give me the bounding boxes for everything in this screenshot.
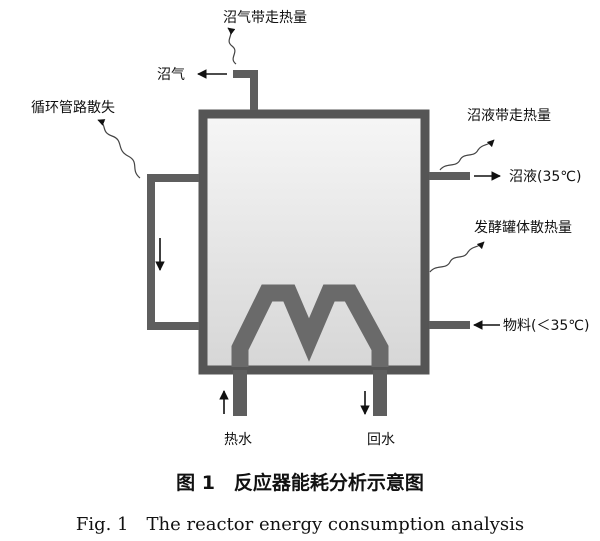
slurry-heat-label: 沼液带走热量 — [467, 108, 551, 124]
feed-in-label: 物料(＜35℃) — [503, 318, 589, 334]
slurry-heat-wave-arrow — [439, 139, 495, 171]
pipe-loss-label: 循环管路散失 — [31, 100, 115, 116]
return-water-label: 回水 — [367, 432, 395, 448]
figure-caption-cn: 图 1 反应器能耗分析示意图 — [176, 471, 424, 494]
hot-water-label: 热水 — [224, 432, 252, 448]
biogas-heat-wave-arrow — [227, 27, 237, 65]
tank-loss-label: 发酵罐体散热量 — [474, 220, 572, 236]
biogas-label: 沼气 — [157, 67, 185, 83]
return-water-pipe — [373, 370, 387, 416]
tank-loss-wave-arrow — [429, 241, 485, 273]
circulation-pipe — [147, 174, 199, 330]
pipe-loss-wave-arrow — [97, 119, 141, 179]
figure-caption-en: Fig. 1 The reactor energy consumption an… — [76, 514, 524, 535]
heating-coil — [231, 284, 389, 367]
slurry-out-label: 沼液(35℃) — [509, 169, 581, 185]
biogas-heat-label: 沼气带走热量 — [223, 10, 307, 26]
hot-water-pipe — [233, 370, 247, 416]
biogas-outlet-pipe — [233, 70, 258, 110]
